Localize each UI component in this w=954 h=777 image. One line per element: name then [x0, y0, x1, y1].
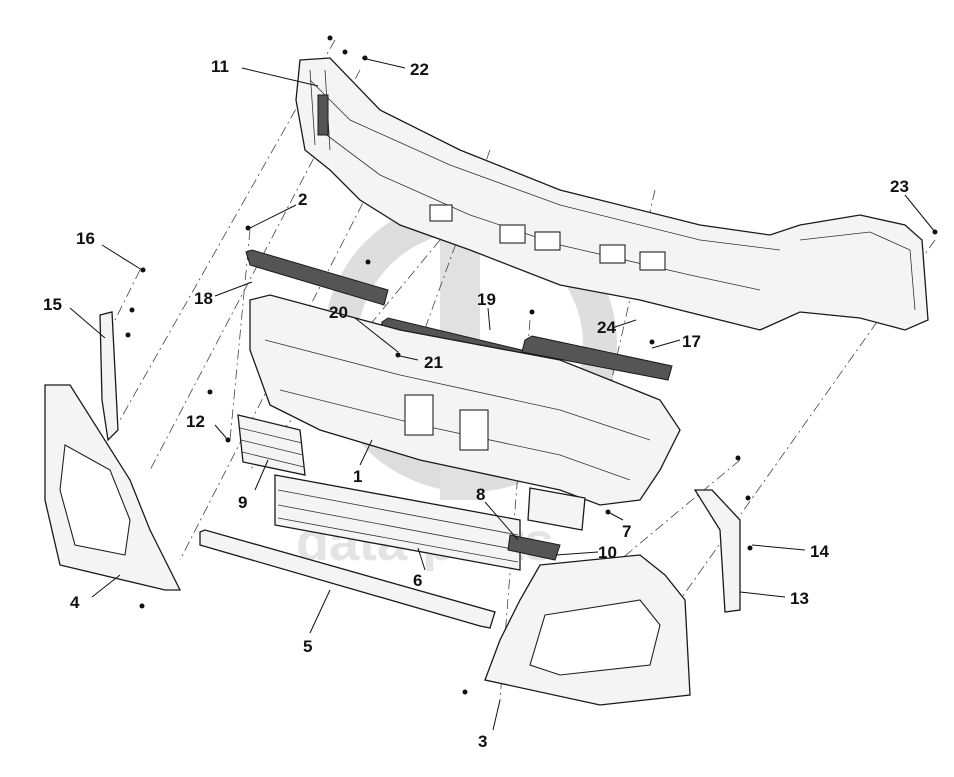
main-bumper-panel — [249, 294, 681, 506]
callout-19: 19 — [477, 290, 496, 309]
callout-leaders — [69, 57, 936, 731]
right-corner-cover — [484, 554, 691, 706]
callout-15: 15 — [43, 295, 62, 314]
lower-spoiler-lip — [199, 529, 496, 629]
callout-4: 4 — [70, 593, 80, 612]
lower-right-insert — [507, 534, 561, 561]
callout-17: 17 — [682, 332, 701, 351]
callout-3: 3 — [478, 732, 487, 751]
left-corner-cover — [44, 384, 182, 591]
callout-16: 16 — [76, 229, 95, 248]
callout-20: 20 — [329, 303, 348, 322]
callout-12: 12 — [186, 412, 205, 431]
callout-11: 11 — [211, 57, 229, 76]
callout-14: 14 — [810, 542, 829, 561]
right-small-grille — [527, 487, 586, 531]
callout-1: 1 — [353, 467, 362, 486]
callout-22: 22 — [410, 60, 429, 79]
callout-5: 5 — [303, 637, 312, 656]
left-small-grille — [237, 414, 306, 476]
right-corner-bracket — [693, 489, 741, 613]
left-corner-bracket — [99, 311, 119, 442]
callout-9: 9 — [238, 493, 247, 512]
callout-21: 21 — [424, 353, 443, 372]
callout-6: 6 — [413, 571, 422, 590]
bumper-support-frame — [295, 57, 929, 331]
right-grille-strip — [521, 335, 673, 381]
callout-23: 23 — [890, 177, 909, 196]
callout-8: 8 — [476, 485, 485, 504]
lower-center-grille — [274, 474, 521, 571]
callout-24: 24 — [597, 318, 616, 337]
fastener-dots — [125, 35, 938, 695]
upper-grille-strip — [245, 249, 389, 306]
callout-18: 18 — [194, 289, 213, 308]
callout-labels: 11 22 23 2 16 15 18 20 19 21 24 17 12 9 … — [43, 57, 909, 751]
callout-7: 7 — [622, 522, 631, 541]
callout-10: 10 — [598, 543, 617, 562]
callout-13: 13 — [790, 589, 809, 608]
callout-2: 2 — [298, 190, 307, 209]
